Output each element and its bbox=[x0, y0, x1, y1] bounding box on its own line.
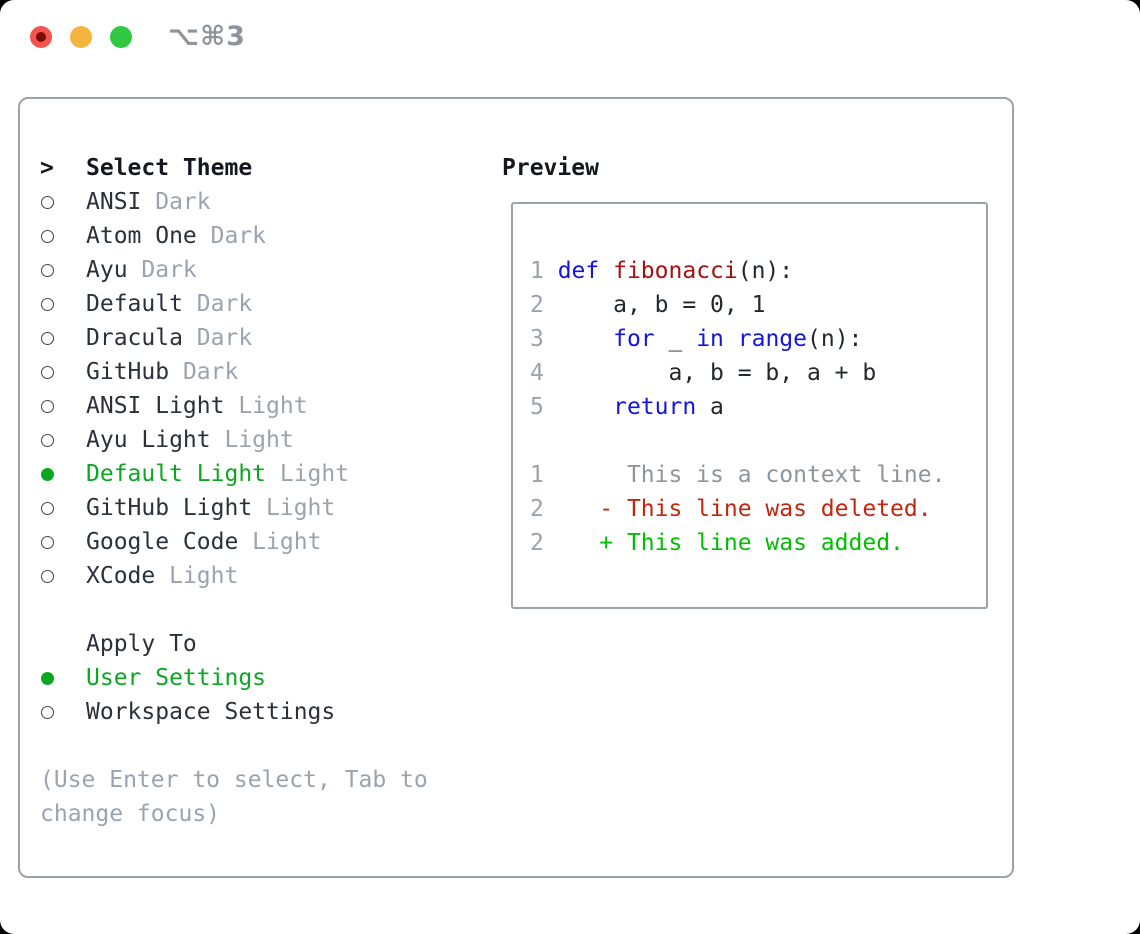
option-variant: Dark bbox=[141, 189, 211, 215]
option-variant: Dark bbox=[182, 325, 253, 351]
option-variant: Light bbox=[266, 461, 350, 487]
radio-icon bbox=[41, 399, 54, 413]
apply-to-option[interactable]: Workspace Settings bbox=[40, 695, 490, 729]
radio-icon bbox=[41, 569, 54, 583]
radio-icon bbox=[41, 433, 54, 447]
option-label: Ayu Light bbox=[86, 427, 211, 453]
code-line bbox=[530, 424, 986, 458]
option-label: ANSI bbox=[86, 189, 142, 215]
option-variant: Dark bbox=[182, 291, 253, 317]
titlebar: ⌥⌘3 bbox=[0, 0, 1140, 75]
theme-option[interactable]: Ayu Dark bbox=[40, 253, 490, 287]
radio-icon bbox=[41, 263, 54, 277]
spacer bbox=[40, 729, 490, 763]
theme-option[interactable]: GitHub Dark bbox=[40, 355, 490, 389]
option-label: GitHub Light bbox=[86, 495, 253, 521]
radio-icon bbox=[41, 229, 54, 243]
option-label: User Settings bbox=[86, 665, 267, 691]
radio-selected-icon bbox=[41, 467, 54, 481]
theme-option[interactable]: XCode Light bbox=[40, 559, 490, 593]
radio-icon bbox=[41, 365, 54, 379]
option-label: Atom One bbox=[86, 223, 197, 249]
code-line: 2 - This line was deleted. bbox=[530, 496, 932, 522]
radio-selected-icon bbox=[41, 671, 54, 685]
close-button[interactable] bbox=[30, 26, 52, 48]
theme-option[interactable]: Default Dark bbox=[40, 287, 490, 321]
theme-option[interactable]: Atom One Dark bbox=[40, 219, 490, 253]
code-line: 2 + This line was added. bbox=[530, 530, 904, 556]
apply-to-header-row: Apply To bbox=[40, 627, 490, 661]
option-label: ANSI Light bbox=[86, 393, 225, 419]
option-label: Google Code bbox=[86, 529, 239, 555]
option-label: Ayu bbox=[86, 257, 128, 283]
option-variant: Dark bbox=[127, 257, 197, 283]
theme-option[interactable]: Default Light Light bbox=[40, 457, 490, 491]
option-variant: Dark bbox=[196, 223, 267, 249]
spacer bbox=[40, 593, 490, 627]
select-theme-title: Select Theme bbox=[86, 155, 253, 181]
option-label: Default bbox=[86, 291, 183, 317]
preview-box: 1 def fibonacci(n): 2 a, b = 0, 1 3 for _ … bbox=[511, 202, 988, 609]
option-variant: Light bbox=[155, 563, 239, 589]
code-line: 1 def fibonacci(n): bbox=[530, 258, 794, 284]
option-label: Dracula bbox=[86, 325, 183, 351]
option-label: XCode bbox=[86, 563, 156, 589]
radio-icon bbox=[41, 195, 54, 209]
radio-icon bbox=[41, 501, 54, 515]
selection-cursor: > bbox=[40, 155, 54, 181]
radio-icon bbox=[41, 705, 54, 719]
option-label: Workspace Settings bbox=[86, 699, 336, 725]
radio-icon bbox=[41, 331, 54, 345]
window-title: ⌥⌘3 bbox=[168, 21, 246, 52]
option-label: GitHub bbox=[86, 359, 170, 385]
theme-option[interactable]: ANSI Light Light bbox=[40, 389, 490, 423]
theme-option[interactable]: ANSI Dark bbox=[40, 185, 490, 219]
minimize-button[interactable] bbox=[70, 26, 92, 48]
radio-icon bbox=[41, 535, 54, 549]
option-variant: Light bbox=[252, 495, 336, 521]
theme-option[interactable]: Dracula Dark bbox=[40, 321, 490, 355]
keyboard-hint: (Use Enter to select, Tab to change focu… bbox=[40, 767, 428, 827]
code-line: 1 This is a context line. bbox=[530, 462, 946, 488]
option-label: Default Light bbox=[86, 461, 267, 487]
option-variant: Light bbox=[224, 393, 308, 419]
apply-to-title: Apply To bbox=[86, 631, 197, 657]
code-line: 3 for _ in range(n): bbox=[530, 326, 863, 352]
theme-option[interactable]: GitHub Light Light bbox=[40, 491, 490, 525]
radio-icon bbox=[41, 297, 54, 311]
code-line: 2 a, b = 0, 1 bbox=[530, 292, 766, 318]
select-theme-header-row: > Select Theme bbox=[40, 151, 490, 185]
code-preview: 1 def fibonacci(n): 2 a, b = 0, 1 3 for _ … bbox=[513, 204, 986, 560]
close-dot-icon bbox=[36, 32, 46, 42]
zoom-button[interactable] bbox=[110, 26, 132, 48]
option-variant: Dark bbox=[169, 359, 239, 385]
apply-to-option[interactable]: User Settings bbox=[40, 661, 490, 695]
code-line: 4 a, b = b, a + b bbox=[530, 360, 877, 386]
theme-option[interactable]: Ayu Light Light bbox=[40, 423, 490, 457]
option-variant: Light bbox=[210, 427, 294, 453]
theme-option[interactable]: Google Code Light bbox=[40, 525, 490, 559]
preview-title: Preview bbox=[502, 155, 599, 181]
code-line: 5 return a bbox=[530, 394, 724, 420]
option-variant: Light bbox=[238, 529, 322, 555]
